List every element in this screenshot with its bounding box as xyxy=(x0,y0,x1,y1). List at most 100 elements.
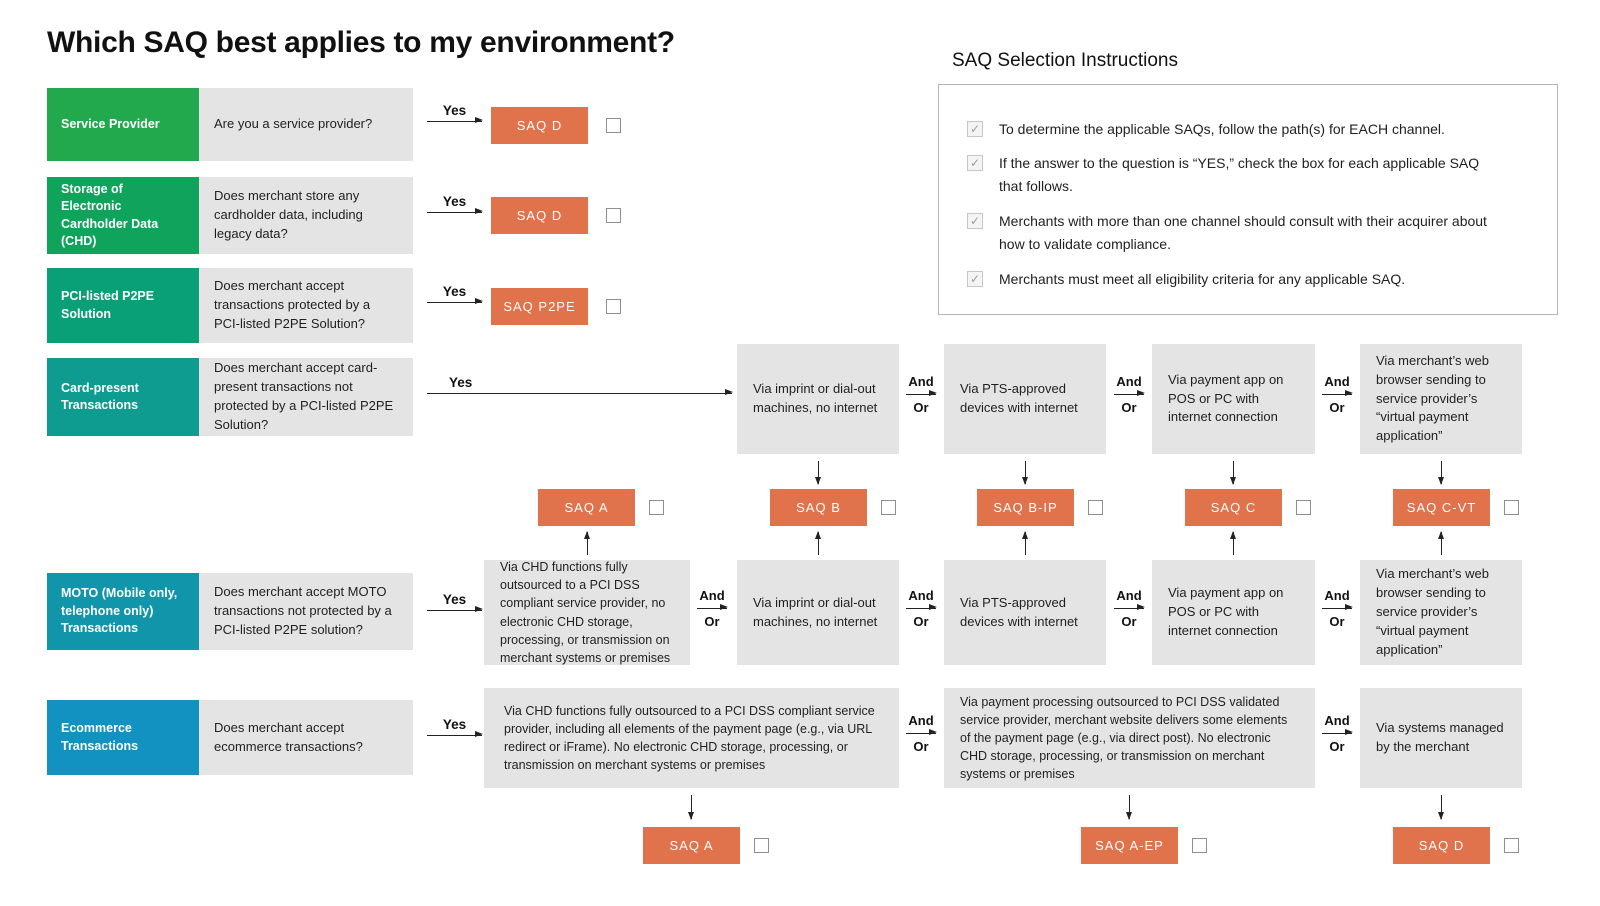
row-label-ecommerce: Ecommerce Transactions xyxy=(47,700,199,775)
right-arrow-icon xyxy=(427,731,483,738)
channel-ecom-fully-outsourced: Via CHD functions fully outsourced to a … xyxy=(484,688,899,788)
saq-checkbox[interactable] xyxy=(1088,500,1103,515)
up-arrow-icon xyxy=(1229,531,1236,555)
channel-virtual-payment-app: Via merchant’s web browser sending to se… xyxy=(1360,560,1522,665)
checked-checkbox-icon[interactable]: ✓ xyxy=(967,271,983,287)
checked-checkbox-icon[interactable]: ✓ xyxy=(967,155,983,171)
question-p2pe: Does merchant accept transactions protec… xyxy=(199,268,413,343)
instruction-text: If the answer to the question is “YES,” … xyxy=(999,155,1480,194)
yes-label: Yes xyxy=(442,194,467,209)
and-or-connector: And Or xyxy=(1320,712,1354,755)
saq-box-c-vt: SAQ C-VT xyxy=(1393,489,1490,526)
page-title: Which SAQ best applies to my environment… xyxy=(47,26,675,59)
yes-label: Yes xyxy=(442,717,467,732)
and-or-connector: And Or xyxy=(1112,373,1146,416)
instruction-item: ✓ If the answer to the question is “YES,… xyxy=(967,152,1504,198)
yes-label: Yes xyxy=(449,375,473,390)
down-arrow-icon xyxy=(687,795,694,820)
saq-box-b: SAQ B xyxy=(770,489,867,526)
and-label: And xyxy=(908,713,934,728)
or-label: Or xyxy=(913,739,929,754)
saq-box-a: SAQ A xyxy=(538,489,635,526)
channel-imprint-dialout: Via imprint or dial-out machines, no int… xyxy=(737,560,899,665)
saq-checkbox[interactable] xyxy=(1192,838,1207,853)
down-arrow-icon xyxy=(1229,461,1236,485)
row-label-service-provider: Service Provider xyxy=(47,88,199,161)
yes-arrow: Yes xyxy=(427,592,483,613)
instruction-text: Merchants with more than one channel sho… xyxy=(999,213,1487,252)
saq-box-b-ip: SAQ B-IP xyxy=(977,489,1074,526)
right-arrow-icon xyxy=(906,390,937,397)
saq-checkbox[interactable] xyxy=(606,299,621,314)
down-arrow-icon xyxy=(1125,795,1132,820)
checked-checkbox-icon[interactable]: ✓ xyxy=(967,213,983,229)
saq-checkbox[interactable] xyxy=(1504,838,1519,853)
yes-label: Yes xyxy=(442,284,467,299)
yes-label: Yes xyxy=(442,592,467,607)
channel-pts-devices: Via PTS-approved devices with internet xyxy=(944,344,1106,454)
saq-checkbox[interactable] xyxy=(1296,500,1311,515)
or-label: Or xyxy=(1329,614,1345,629)
row-label-storage-chd: Storage of Electronic Cardholder Data (C… xyxy=(47,177,199,254)
saq-box-d: SAQ D xyxy=(491,107,588,144)
saq-checkbox[interactable] xyxy=(1504,500,1519,515)
channel-imprint-dialout: Via imprint or dial-out machines, no int… xyxy=(737,344,899,454)
and-label: And xyxy=(1324,713,1350,728)
down-arrow-icon xyxy=(1437,461,1444,485)
and-label: And xyxy=(908,374,934,389)
and-or-connector: And Or xyxy=(1112,587,1146,630)
or-label: Or xyxy=(913,614,929,629)
or-label: Or xyxy=(1329,739,1345,754)
or-label: Or xyxy=(1329,400,1345,415)
and-or-connector: And Or xyxy=(904,712,938,755)
and-label: And xyxy=(1116,374,1142,389)
right-arrow-icon xyxy=(427,208,483,215)
saq-checkbox[interactable] xyxy=(649,500,664,515)
up-arrow-icon xyxy=(1021,531,1028,555)
down-arrow-icon xyxy=(814,461,821,485)
and-or-connector: And Or xyxy=(904,587,938,630)
question-service-provider: Are you a service provider? xyxy=(199,88,413,161)
or-label: Or xyxy=(1121,400,1137,415)
right-arrow-icon xyxy=(1322,729,1353,736)
instructions-panel: ✓ To determine the applicable SAQs, foll… xyxy=(938,84,1558,315)
and-label: And xyxy=(1116,588,1142,603)
saq-box-d: SAQ D xyxy=(1393,827,1490,864)
saq-checkbox[interactable] xyxy=(606,208,621,223)
instructions-title: SAQ Selection Instructions xyxy=(952,50,1178,71)
row-label-moto: MOTO (Mobile only, telephone only) Trans… xyxy=(47,573,199,650)
right-arrow-icon xyxy=(906,604,937,611)
right-arrow-icon xyxy=(1114,604,1145,611)
channel-ecom-merchant-managed: Via systems managed by the merchant xyxy=(1360,688,1522,788)
right-arrow-icon xyxy=(1322,390,1353,397)
question-card-present: Does merchant accept card-present transa… xyxy=(199,358,413,436)
channel-pts-devices: Via PTS-approved devices with internet xyxy=(944,560,1106,665)
and-or-connector: And Or xyxy=(904,373,938,416)
down-arrow-icon xyxy=(1021,461,1028,485)
down-arrow-icon xyxy=(1437,795,1444,820)
up-arrow-icon xyxy=(583,531,590,555)
saq-box-p2pe: SAQ P2PE xyxy=(491,288,588,325)
right-arrow-icon xyxy=(1114,390,1145,397)
yes-label: Yes xyxy=(442,103,467,118)
saq-box-a: SAQ A xyxy=(643,827,740,864)
question-moto: Does merchant accept MOTO transactions n… xyxy=(199,573,413,650)
channel-payment-app: Via payment app on POS or PC with intern… xyxy=(1152,344,1315,454)
saq-checkbox[interactable] xyxy=(606,118,621,133)
right-arrow-icon xyxy=(427,298,483,305)
instruction-item: ✓ To determine the applicable SAQs, foll… xyxy=(967,118,1504,141)
and-or-connector: And Or xyxy=(695,587,729,630)
question-ecommerce: Does merchant accept ecommerce transacti… xyxy=(199,700,413,775)
channel-payment-app: Via payment app on POS or PC with intern… xyxy=(1152,560,1315,665)
saq-checkbox[interactable] xyxy=(754,838,769,853)
instruction-item: ✓ Merchants must meet all eligibility cr… xyxy=(967,268,1504,291)
yes-arrow: Yes xyxy=(427,375,733,396)
instruction-text: Merchants must meet all eligibility crit… xyxy=(999,271,1406,287)
or-label: Or xyxy=(913,400,929,415)
yes-arrow: Yes xyxy=(427,284,483,305)
or-label: Or xyxy=(704,614,720,629)
and-label: And xyxy=(908,588,934,603)
right-arrow-icon xyxy=(1322,604,1353,611)
saq-checkbox[interactable] xyxy=(881,500,896,515)
checked-checkbox-icon[interactable]: ✓ xyxy=(967,121,983,137)
